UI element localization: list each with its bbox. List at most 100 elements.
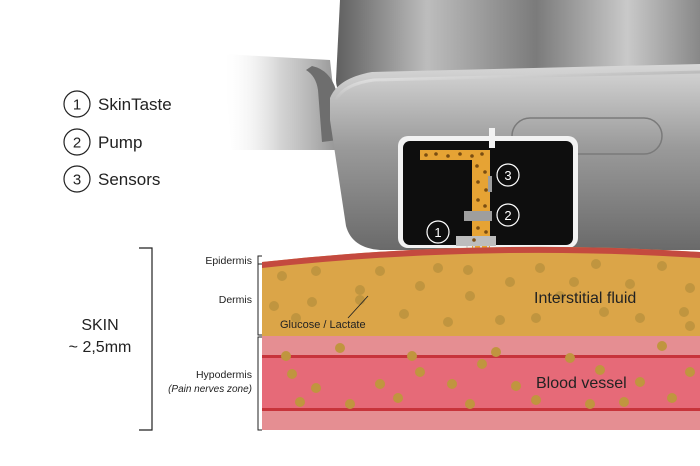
particle [311,383,321,393]
particle [472,238,476,242]
pump-element [464,211,492,221]
particle [635,313,645,323]
particle [465,291,475,301]
particle [635,377,645,387]
device-rim [334,70,700,101]
legend-item-pump: 2 Pump [63,128,142,156]
particle [491,347,501,357]
device-markers: 1 2 3 [426,163,520,244]
particle [345,399,355,409]
particle [531,395,541,405]
particle [393,393,403,403]
blood-vessel-label: Blood vessel [536,375,627,392]
blood-vessel-wall-bottom [262,408,700,411]
legend-number-badge [63,128,91,156]
particle [476,180,480,184]
particle [685,367,695,377]
particle [446,154,450,158]
particle [447,379,457,389]
particle [480,152,484,156]
particle [407,351,417,361]
particle [415,281,425,291]
particle [511,381,521,391]
marker-number: 1 [434,225,441,240]
marker-badge [496,163,520,187]
particle [595,365,605,375]
marker-number: 3 [504,168,511,183]
particle [483,204,487,208]
particle [476,198,480,202]
glucose-pointer [347,295,369,319]
legend-item-skintaste: 1 SkinTaste [63,90,172,118]
legend-number-badge [63,90,91,118]
particle [465,399,475,409]
particle [657,261,667,271]
particle [585,399,595,409]
dermis-particles [269,259,695,331]
blood-vessel-wall-top [262,355,700,358]
epidermis-label: Epidermis [205,255,252,267]
particle [277,271,287,281]
particle [619,397,629,407]
dermis-label: Dermis [219,294,252,306]
particle [458,152,462,156]
device-marker-skintaste: 1 [426,220,450,244]
particle [591,259,601,269]
layer-brackets [257,255,262,431]
legend-number: 3 [73,172,81,189]
particle [335,343,345,353]
strap-clip [306,66,338,142]
sensor-element [488,176,492,192]
hypodermis-label: Hypodermis [196,369,252,381]
particle [307,297,317,307]
microneedle-base [456,236,496,246]
device-marker-pump: 2 [496,203,520,227]
channel-particles [424,152,488,242]
particle [476,226,480,230]
particle [569,277,579,287]
particle [625,279,635,289]
skin-bracket [139,247,153,431]
particle [470,154,474,158]
legend-label: Pump [98,133,142,152]
particle [495,315,505,325]
particle [685,283,695,293]
particle [463,265,473,275]
particle [424,153,428,157]
particle [505,277,515,287]
fluid-channel [420,150,490,248]
dermis-bracket [257,263,262,336]
particle [434,152,438,156]
glucose-label: Glucose / Lactate [280,319,366,331]
particle [287,369,297,379]
particle [443,317,453,327]
particle [399,309,409,319]
legend-label: SkinTaste [98,95,172,114]
particle [477,359,487,369]
particle [679,307,689,317]
particle [311,266,321,276]
particle [375,379,385,389]
skin-thickness: ~ 2,5mm [69,339,132,356]
legend-label: Sensors [98,170,160,189]
particle [484,230,488,234]
legend-item-sensors: 3 Sensors [63,165,160,193]
epidermis-layer [262,246,700,268]
particle [281,351,291,361]
particle [685,321,695,331]
particle [475,164,479,168]
particle [355,285,365,295]
particle [599,307,609,317]
device-marker-sensors: 3 [496,163,520,187]
hypodermis-note: (Pain nerves zone) [168,384,252,395]
legend-number: 2 [73,135,81,152]
particle [667,393,677,403]
blood-particles [281,341,695,409]
legend-number: 1 [73,97,81,114]
particle [375,266,385,276]
epidermis-bracket [257,255,262,265]
particle [269,301,279,311]
skin-title: SKIN [81,317,118,334]
dermis-layer [262,246,700,336]
